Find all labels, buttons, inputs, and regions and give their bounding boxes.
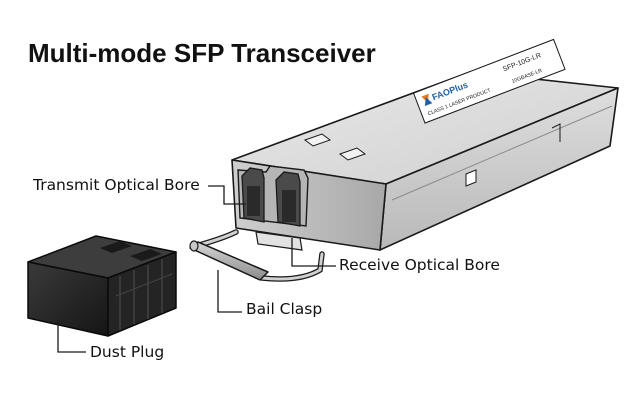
transmit-leader [208, 185, 246, 205]
bail-clasp [189, 229, 325, 282]
optical-bores [237, 165, 309, 251]
receive-leader [291, 238, 336, 267]
label-bail-clasp: Bail Clasp [246, 300, 323, 318]
receive-bore [275, 171, 301, 227]
bail-leader [217, 270, 242, 313]
label-transmit-optical-bore: Transmit Optical Bore [33, 176, 200, 194]
label-dust-plug: Dust Plug [90, 343, 165, 361]
leader-lines [57, 185, 336, 353]
label-receive-optical-bore: Receive Optical Bore [339, 256, 500, 274]
transmit-bore [241, 167, 265, 223]
dust-leader [57, 320, 86, 353]
brand-logo [421, 93, 433, 106]
sfp-module-body [231, 71, 619, 251]
diagram-title: Multi-mode SFP Transceiver [28, 38, 376, 68]
dust-plug [27, 235, 177, 337]
